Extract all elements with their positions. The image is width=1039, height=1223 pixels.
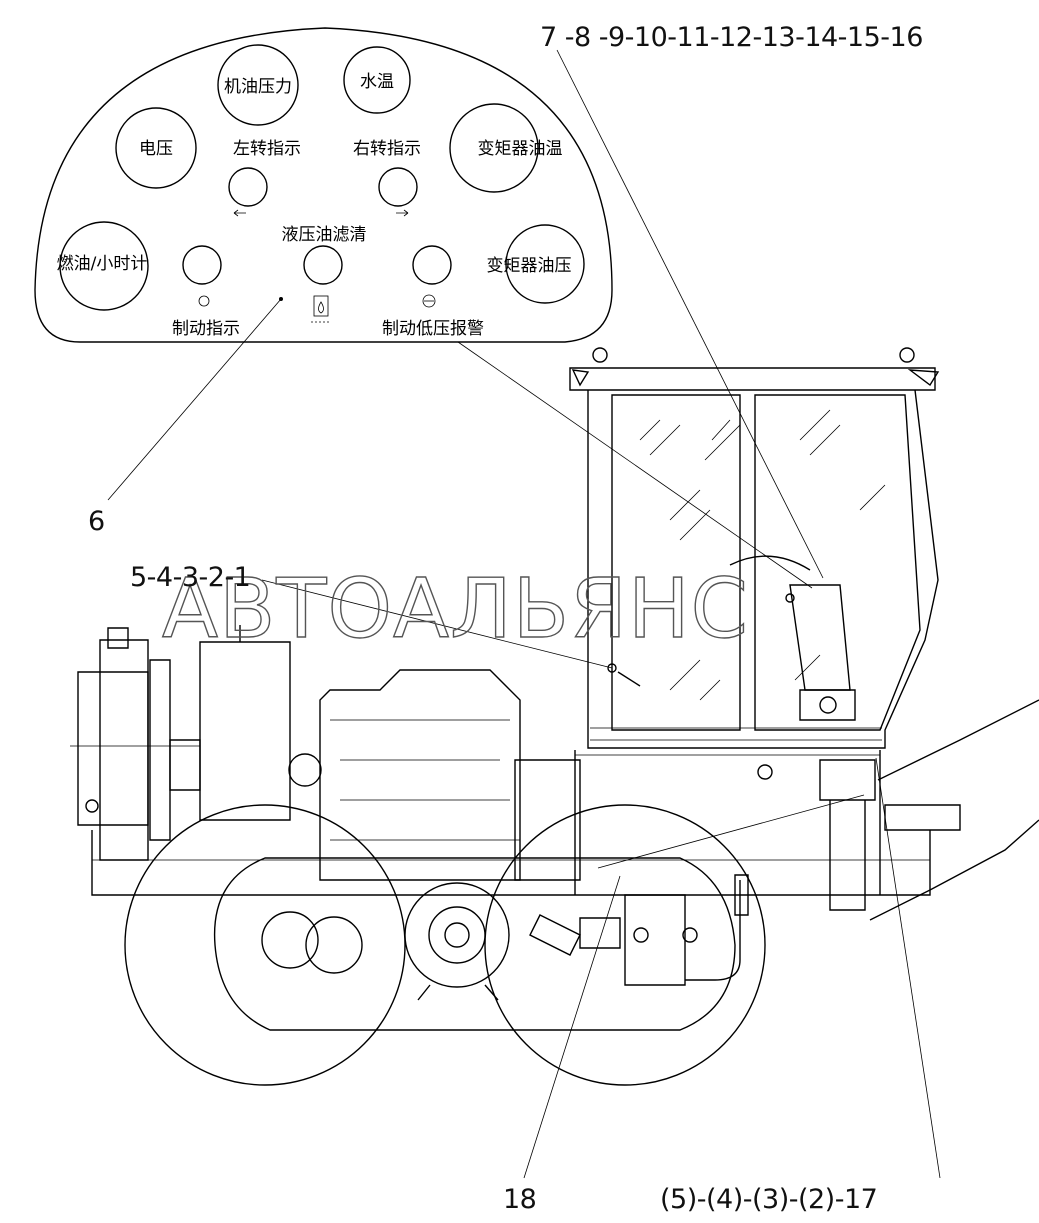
label-hydraulic-filter: 液压油滤清 bbox=[282, 225, 367, 245]
leader-lines bbox=[107, 49, 941, 1179]
label-fuel-hours: 燃油/小时计 bbox=[57, 254, 148, 274]
brake-indicator-lamp bbox=[182, 245, 222, 285]
callout-6: 6 bbox=[88, 506, 105, 537]
watermark: АВТОАЛЬЯНС bbox=[162, 562, 749, 657]
leader-7-16 bbox=[556, 49, 824, 579]
voltage-gauge bbox=[115, 107, 197, 189]
converter-oil-pressure-gauge bbox=[505, 224, 585, 304]
leader-17-branch bbox=[597, 794, 865, 869]
hydraulic-filter-lamp bbox=[303, 245, 343, 285]
label-oil-pressure: 机油压力 bbox=[224, 77, 292, 97]
label-left-turn: 左转指示 bbox=[233, 139, 301, 159]
oil-drop-icon bbox=[311, 295, 331, 323]
operator-cab bbox=[569, 347, 940, 749]
leader-panel-to-cab bbox=[457, 341, 813, 589]
brake-low-pressure-lamp bbox=[412, 245, 452, 285]
radiator bbox=[70, 627, 200, 861]
callout-17: (5)-(4)-(3)-(2)-17 bbox=[660, 1184, 877, 1215]
oil-pressure-gauge bbox=[217, 44, 299, 126]
callout-7-16: 7 -8 -9-10-11-12-13-14-15-16 bbox=[540, 22, 923, 53]
left-arrow-icon bbox=[233, 209, 246, 217]
brake-symbol-icon bbox=[198, 295, 210, 307]
leader-18 bbox=[523, 875, 621, 1179]
callout-18: 18 bbox=[503, 1184, 536, 1215]
instrument-panel: 机油压力 水温 电压 变矩器油温 燃油/小时计 变矩器油压 左转指示 右转指示 … bbox=[34, 27, 613, 343]
right-arrow-icon bbox=[396, 209, 409, 217]
fuel-hours-gauge bbox=[59, 221, 149, 311]
brake-warning-icon bbox=[422, 294, 436, 308]
label-right-turn: 右转指示 bbox=[353, 139, 421, 159]
label-brake-low-pressure: 制动低压报警 bbox=[382, 319, 484, 339]
left-turn-lamp bbox=[228, 167, 268, 207]
label-converter-oil-temp: 变矩器油温 bbox=[478, 139, 563, 159]
label-voltage: 电压 bbox=[139, 139, 173, 159]
tracks bbox=[124, 804, 766, 1086]
leader-17 bbox=[875, 757, 941, 1179]
label-brake-indicator: 制动指示 bbox=[172, 319, 240, 339]
callout-5-1: 5-4-3-2-1 bbox=[130, 562, 250, 593]
leader-6 bbox=[107, 298, 282, 501]
leader-1-5 bbox=[261, 579, 613, 669]
converter-oil-temp-gauge bbox=[449, 103, 539, 193]
label-converter-oil-pressure: 变矩器油压 bbox=[487, 256, 572, 276]
water-temp-gauge bbox=[343, 46, 411, 114]
right-turn-lamp bbox=[378, 167, 418, 207]
engine-block bbox=[169, 625, 581, 881]
label-water-temp: 水温 bbox=[360, 72, 394, 92]
chassis-frame bbox=[91, 699, 1039, 921]
